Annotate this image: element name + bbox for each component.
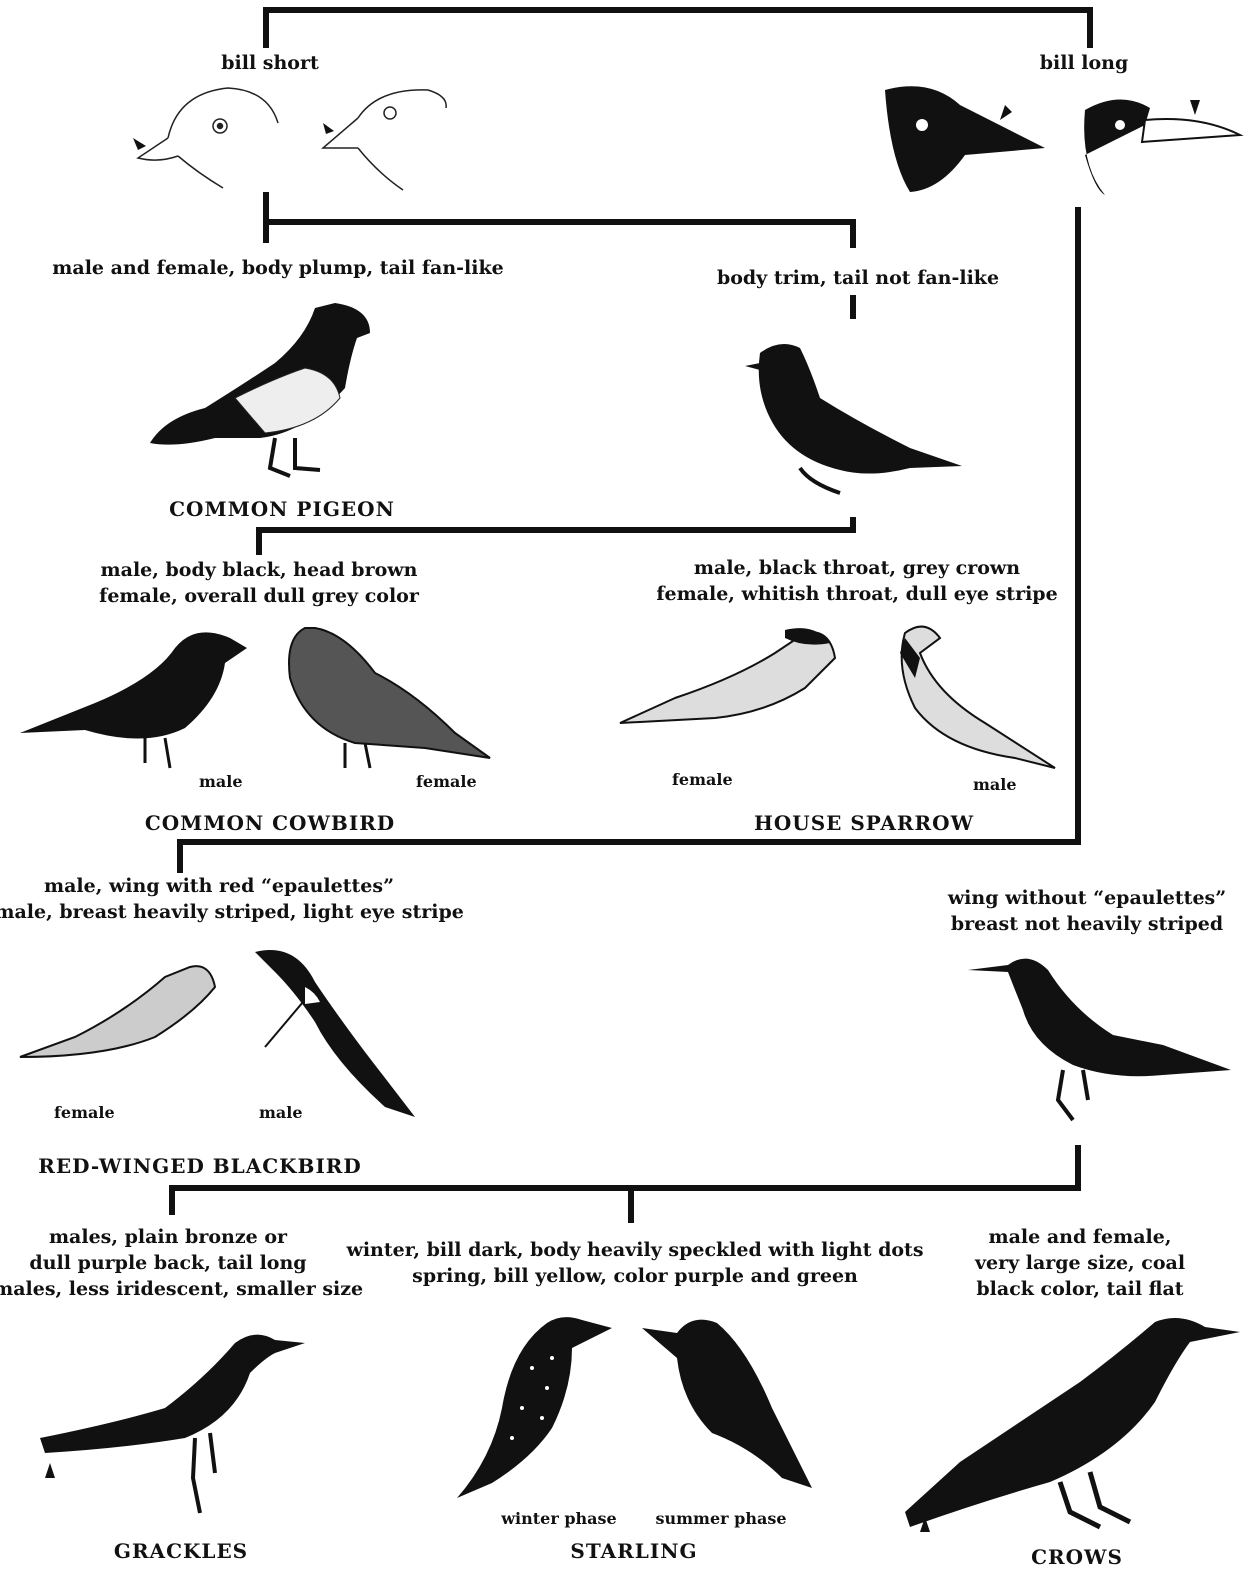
- pigeon-name: COMMON PIGEON: [169, 497, 395, 521]
- plump-description: male and female, body plump, tail fan-li…: [52, 257, 504, 279]
- cowbird-name: COMMON COWBIRD: [144, 811, 396, 835]
- grackle-description: males, plain bronze or dull purple back,…: [0, 1224, 363, 1302]
- crow-desc-3: black color, tail flat: [976, 1278, 1184, 1300]
- rwb-female-label: female: [54, 1103, 115, 1122]
- cowbird-male-label: male: [199, 772, 243, 791]
- starling-description: winter, bill dark, body heavily speckled…: [346, 1237, 923, 1289]
- starling-desc-spring: spring, bill yellow, color purple and gr…: [412, 1265, 858, 1287]
- short-bill-heads-illustration: [133, 87, 447, 191]
- crows-name: CROWS: [1031, 1545, 1123, 1569]
- grackle-desc-1: males, plain bronze or: [48, 1226, 288, 1248]
- rwb-male-label: male: [259, 1103, 303, 1122]
- red-winged-blackbird-illustration: [19, 950, 415, 1117]
- starling-summer-label: summer phase: [655, 1509, 787, 1528]
- cowbird-desc-male: male, body black, head brown: [100, 559, 418, 581]
- house-sparrow-illustration: [619, 625, 1056, 769]
- sparrow-female-label: female: [672, 770, 733, 789]
- bill-short-label: bill short: [221, 52, 319, 74]
- grackles-name: GRACKLES: [113, 1539, 249, 1563]
- cowbird-illustration: [20, 627, 491, 769]
- crow-desc-2: very large size, coal: [974, 1252, 1186, 1274]
- no-epaulette-desc-breast: breast not heavily striped: [950, 913, 1224, 935]
- pigeon-illustration: [150, 303, 370, 478]
- epaulette-description: male, wing with red “epaulettes” female,…: [0, 873, 464, 925]
- sparrow-male-label: male: [973, 775, 1017, 794]
- cowbird-description: male, body black, head brown female, ove…: [99, 557, 419, 609]
- epaulette-desc-female: female, breast heavily striped, light ey…: [0, 901, 464, 923]
- grackle-desc-2: dull purple back, tail long: [29, 1252, 307, 1274]
- rwb-name: RED-WINGED BLACKBIRD: [38, 1154, 362, 1178]
- sparrow-desc-male: male, black throat, grey crown: [693, 557, 1021, 579]
- grackle-illustration: [40, 1334, 305, 1514]
- blackbird-silhouette-illustration: [968, 958, 1231, 1122]
- epaulette-desc-male: male, wing with red “epaulettes”: [43, 875, 395, 897]
- starling-desc-winter: winter, bill dark, body heavily speckled…: [346, 1239, 924, 1261]
- no-epaulette-description: wing without “epaulettes” breast not hea…: [948, 885, 1226, 937]
- no-epaulette-desc-wing: wing without “epaulettes”: [947, 887, 1227, 909]
- crow-description: male and female, very large size, coal b…: [975, 1224, 1185, 1302]
- trim-description: body trim, tail not fan-like: [716, 267, 1000, 289]
- sparrow-description: male, black throat, grey crown female, w…: [656, 555, 1057, 607]
- starling-illustration: [457, 1317, 812, 1498]
- starling-name: STARLING: [570, 1539, 698, 1563]
- sparrow-name: HOUSE SPARROW: [753, 811, 975, 835]
- cowbird-female-label: female: [416, 772, 477, 791]
- sparrow-desc-female: female, whitish throat, dull eye stripe: [656, 583, 1058, 605]
- grackle-desc-3: females, less iridescent, smaller size: [0, 1278, 364, 1300]
- trim-bird-illustration: [745, 344, 962, 495]
- bill-long-label: bill long: [1039, 52, 1129, 74]
- crow-desc-1: male and female,: [988, 1226, 1172, 1248]
- long-bill-heads-illustration: [885, 86, 1244, 195]
- cowbird-desc-female: female, overall dull grey color: [99, 585, 419, 607]
- starling-winter-label: winter phase: [501, 1509, 617, 1528]
- crow-illustration: [905, 1318, 1240, 1532]
